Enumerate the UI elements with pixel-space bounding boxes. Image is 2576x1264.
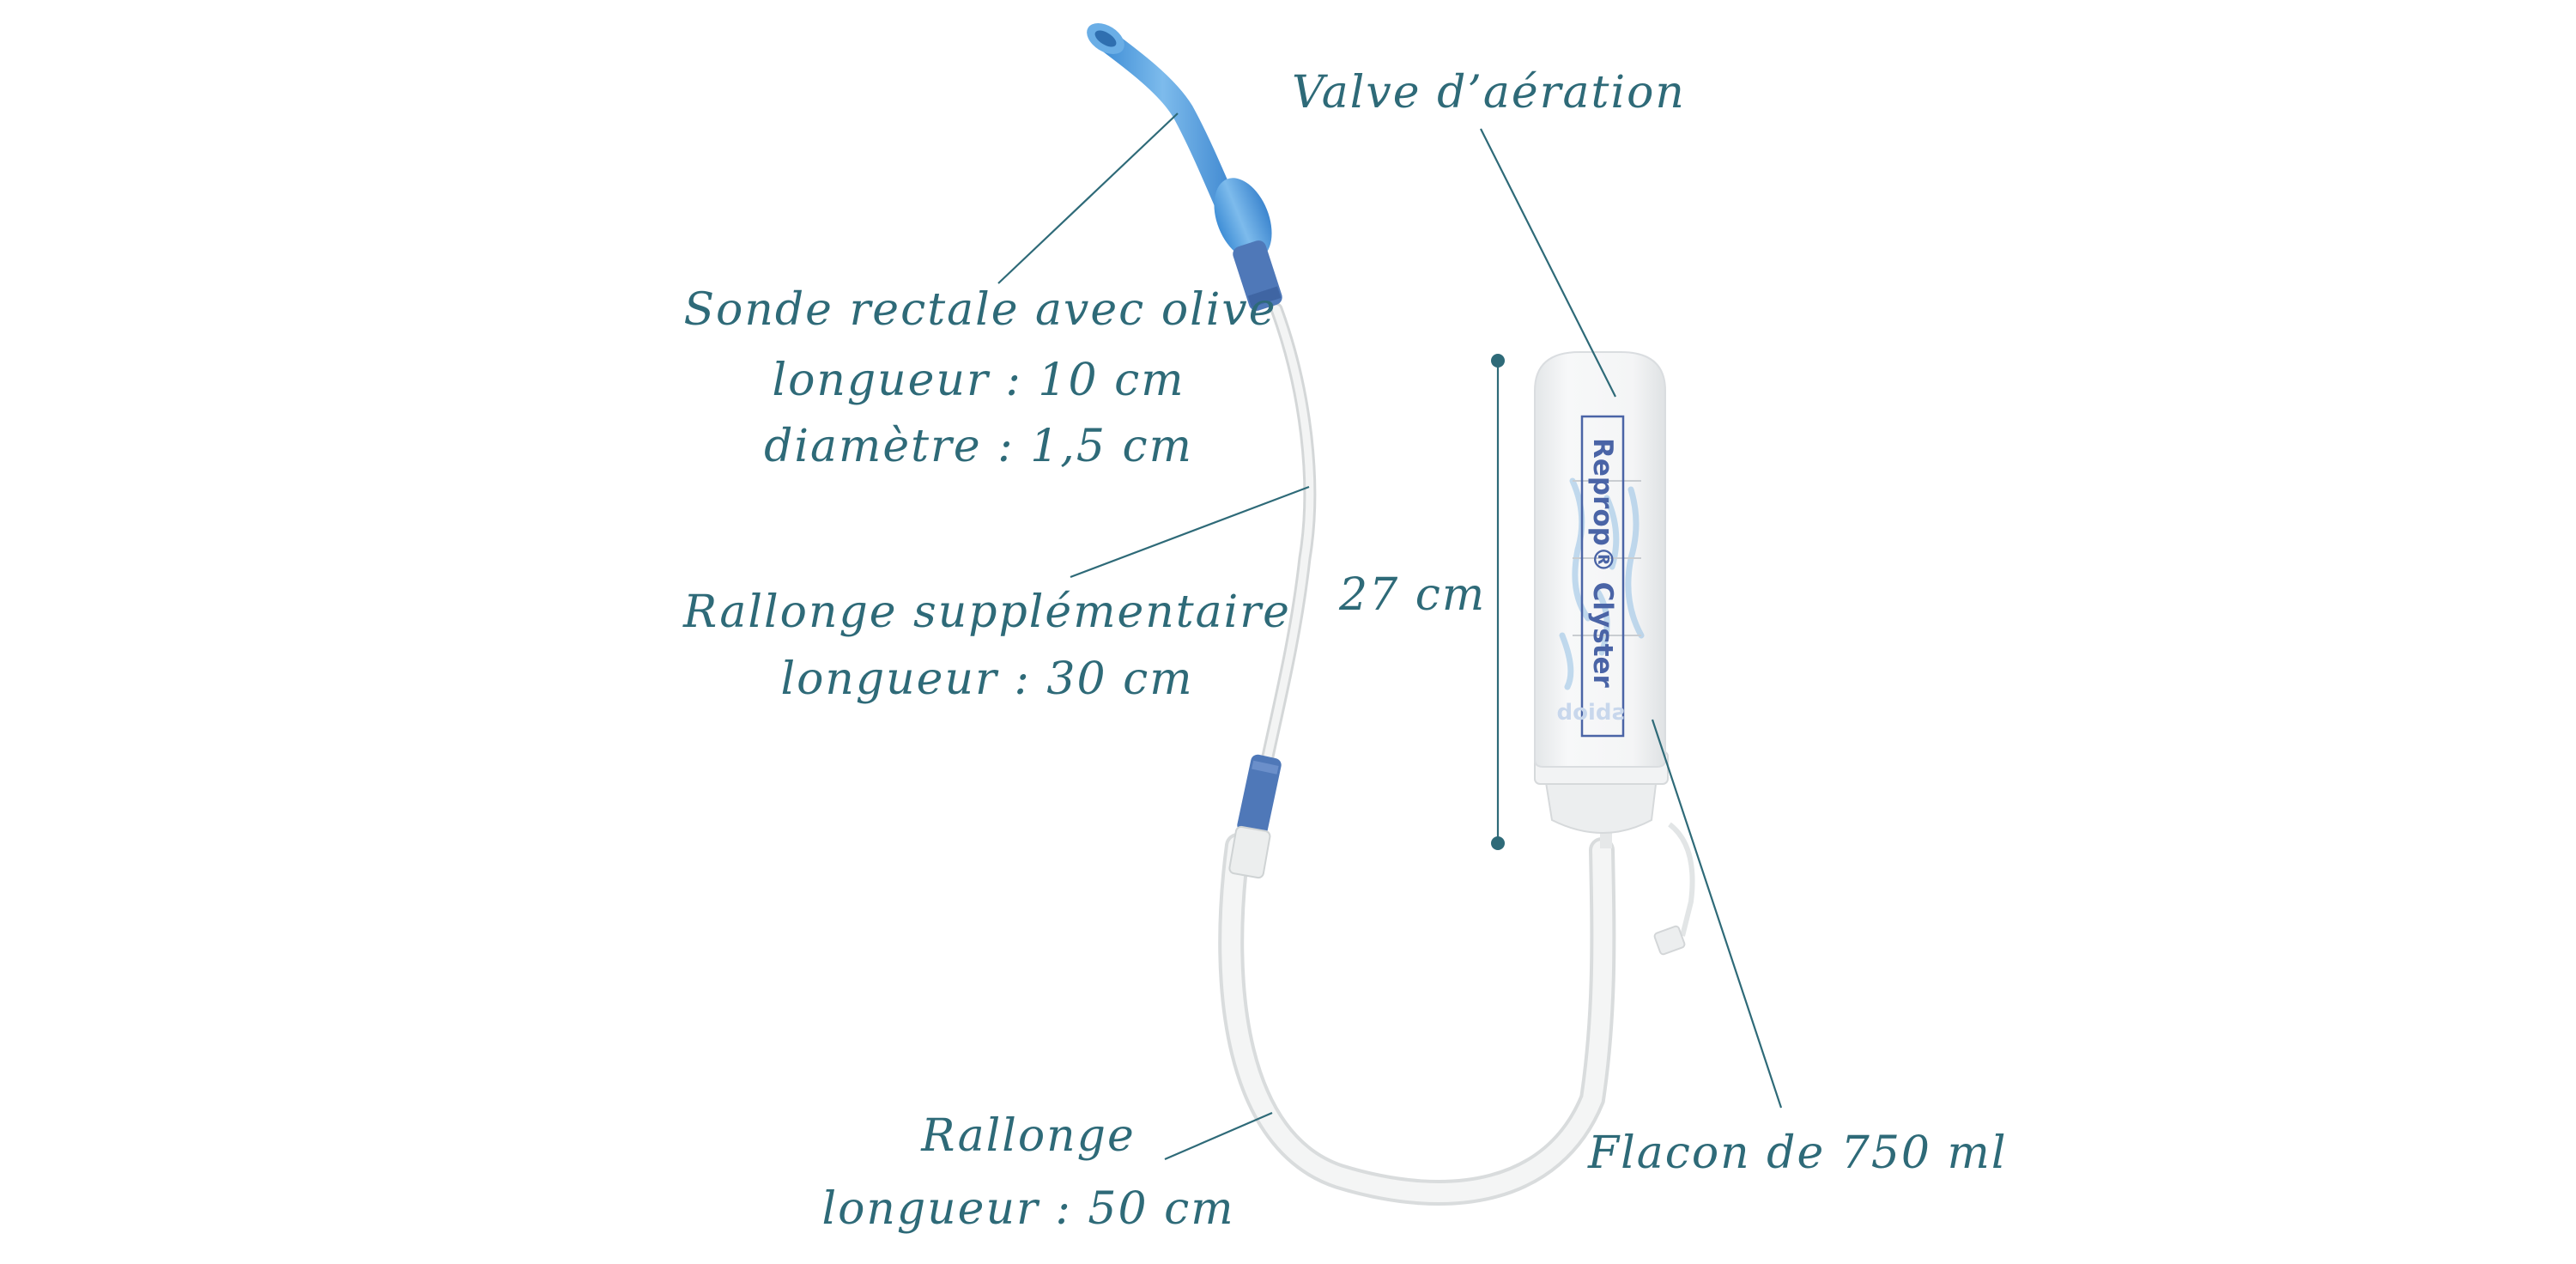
lower-connector: [1228, 754, 1282, 879]
probe-label: Sonde rectale avec olive longueur : 10 c…: [683, 284, 1276, 472]
bottle-label-frame: [1580, 415, 1625, 738]
extension-leader: [1164, 1111, 1273, 1161]
bottle-leader: [1651, 719, 1783, 1109]
probe-diameter: diamètre : 1,5 cm: [764, 421, 1193, 472]
valve-leader: [1480, 128, 1616, 398]
probe-title: Sonde rectale avec olive: [683, 284, 1276, 336]
bottle-mirrored-print: sbiob: [1557, 700, 1625, 726]
extension-label: Rallonge longueur : 50 cm: [821, 1110, 1234, 1235]
extra-extension-leader: [1070, 485, 1310, 579]
rectal-probe: [1087, 23, 1282, 311]
extra-extension-tube: [1259, 302, 1317, 771]
bottle: Reprop® Clyster sbiob: [1534, 351, 1695, 956]
leader-lines: [997, 112, 1783, 1161]
extension-title: Rallonge: [920, 1110, 1135, 1162]
extension-tube: [1218, 833, 1616, 1206]
bottle-brand-text: Reprop® Clyster: [1587, 438, 1618, 689]
height-label: 27 cm: [1338, 569, 1486, 621]
extension-length: longueur : 50 cm: [821, 1183, 1234, 1235]
probe-leader: [997, 112, 1179, 284]
extra-extension-label: Rallonge supplémentaire longueur : 30 cm: [682, 586, 1291, 705]
bottle-label: Flacon de 750 ml: [1587, 1127, 2007, 1179]
height-dimension: [1491, 354, 1505, 850]
extra-extension-title: Rallonge supplémentaire: [682, 586, 1291, 638]
extra-extension-length: longueur : 30 cm: [780, 653, 1193, 705]
probe-length: longueur : 10 cm: [772, 355, 1185, 406]
valve-label: Valve d’aération: [1292, 67, 1686, 118]
